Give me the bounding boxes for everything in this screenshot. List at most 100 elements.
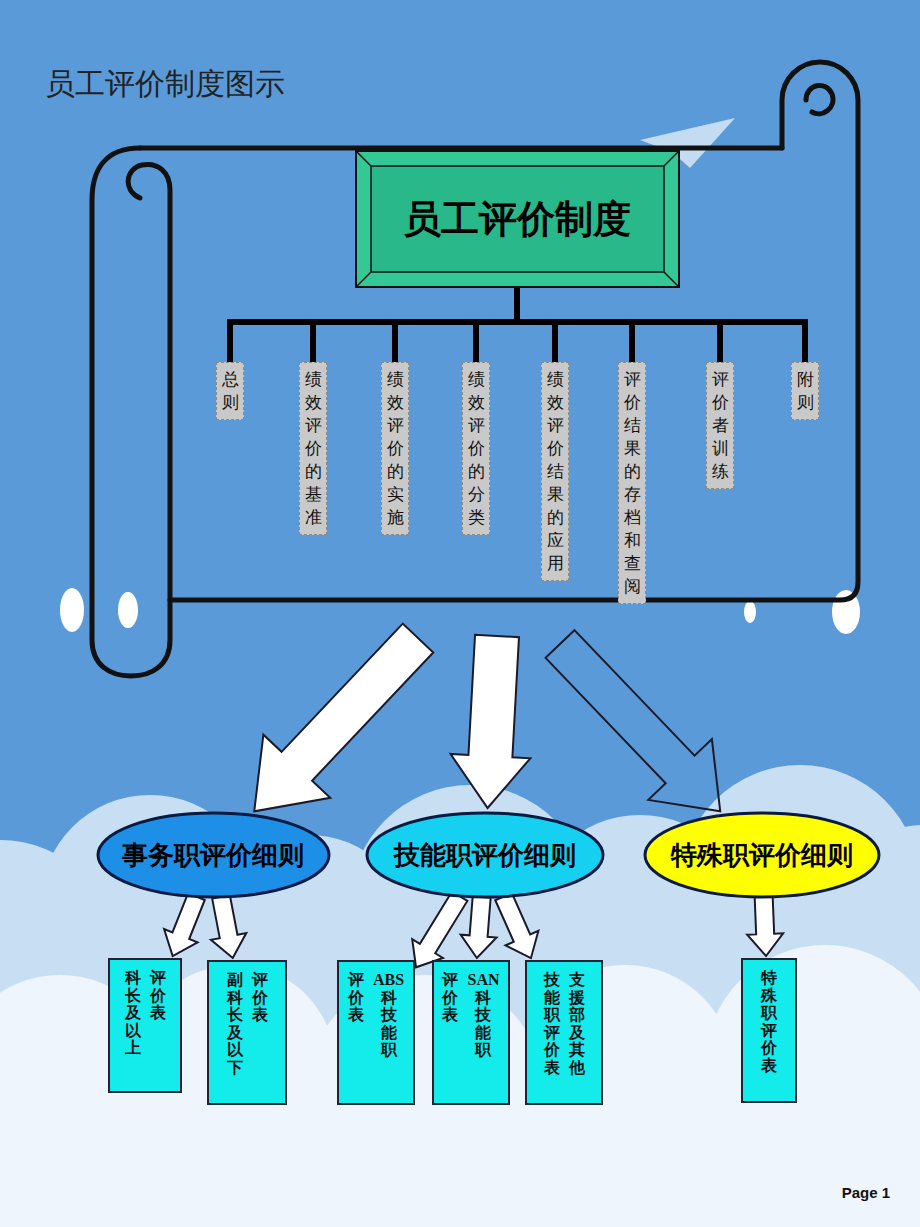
chapter-box: 附则 xyxy=(791,362,819,420)
tree-line xyxy=(230,288,517,362)
chapter-box: 总则 xyxy=(216,362,244,420)
box-text: 绩效评价的基准 xyxy=(305,368,322,529)
glyph: 评 xyxy=(150,969,166,987)
text-column: 副科长及以下 xyxy=(227,971,243,1077)
glyph: 科 xyxy=(381,989,397,1007)
rule-ellipse: 事务职评价细则 xyxy=(96,811,331,899)
glyph: 评 xyxy=(761,1022,777,1040)
chapter-box: 绩效评价的实施 xyxy=(381,362,409,535)
glyph: 部 xyxy=(569,1006,585,1024)
form-box: ABS科技能职评价表 xyxy=(337,960,415,1105)
box-text: 科长及以上评价表 xyxy=(125,969,166,1057)
glyph: 技 xyxy=(381,1006,397,1024)
ellipse-outline xyxy=(367,813,603,897)
glyph: 评 xyxy=(252,971,268,989)
glyph: 职 xyxy=(544,1006,560,1024)
box-text: 绩效评价的分类 xyxy=(468,368,485,529)
root-box: 员工评价制度 xyxy=(355,150,680,288)
glyph: 职 xyxy=(761,1004,777,1022)
box-text: 评价者训练 xyxy=(712,368,729,483)
rule-ellipse: 特殊职评价细则 xyxy=(643,811,881,899)
glyph: 评 xyxy=(442,971,458,989)
bevel-face xyxy=(371,166,664,272)
glyph: 价 xyxy=(761,1039,777,1057)
dots xyxy=(60,588,860,634)
box-text: 技能职评价细则 xyxy=(394,838,576,873)
tree-line xyxy=(313,288,517,362)
page-title: 员工评价制度图示 xyxy=(45,64,285,105)
glyph: 表 xyxy=(252,1006,268,1024)
glyph: 下 xyxy=(227,1059,243,1077)
box-text: 绩效评价结果的应用 xyxy=(547,368,564,575)
glyph: 表 xyxy=(761,1057,777,1075)
glyph: 职 xyxy=(475,1041,491,1059)
block-arrow xyxy=(461,896,497,958)
glyph: 殊 xyxy=(761,987,777,1005)
text-column: 科长及以上 xyxy=(125,969,141,1057)
glyph: 长 xyxy=(227,1006,243,1024)
glyph: 表 xyxy=(348,1006,364,1024)
glyph: 特 xyxy=(761,969,777,987)
glyph: 援 xyxy=(569,989,585,1007)
glyph: 能 xyxy=(475,1024,491,1042)
text-column: 技能职评价表 xyxy=(544,971,560,1077)
text-column: 支援部及其他 xyxy=(569,971,585,1077)
glyph: 长 xyxy=(125,987,141,1005)
glyph: 以 xyxy=(227,1041,243,1059)
block-arrow xyxy=(747,897,783,956)
form-box: 支援部及其他技能职评价表 xyxy=(525,960,603,1105)
glyph: 以 xyxy=(125,1022,141,1040)
scroll-curl xyxy=(806,85,833,113)
glyph: 评 xyxy=(348,971,364,989)
text-column: ABS科技能职 xyxy=(373,971,404,1059)
glyph: 其 xyxy=(569,1041,585,1059)
glyph: 及 xyxy=(569,1024,585,1042)
glyph: 价 xyxy=(348,989,364,1007)
form-box: SAN科技能职评价表 xyxy=(432,960,510,1105)
tree-line xyxy=(517,288,805,362)
box-text: 副科长及以下评价表 xyxy=(227,971,268,1077)
cloud-back xyxy=(0,765,920,1227)
cloud-front xyxy=(0,945,920,1227)
glyph: 价 xyxy=(544,1041,560,1059)
glyph: 副 xyxy=(227,971,243,989)
glyph: 支 xyxy=(569,971,585,989)
text-column: SAN科技能职 xyxy=(467,971,499,1059)
box-text: 事务职评价细则 xyxy=(122,838,304,873)
chapter-box: 评价者训练 xyxy=(706,362,734,489)
glyph: 价 xyxy=(150,987,166,1005)
form-box: 副科长及以下评价表 xyxy=(207,960,287,1105)
box-text: SAN科技能职评价表 xyxy=(442,971,499,1059)
box-text: 附则 xyxy=(797,368,814,414)
glyph: 技 xyxy=(544,971,560,989)
glyph: 技 xyxy=(475,1006,491,1024)
glyph: 能 xyxy=(381,1024,397,1042)
glyph: 科 xyxy=(227,989,243,1007)
bevel-edge xyxy=(356,151,371,166)
bevel-edge xyxy=(356,272,371,287)
box-text: 评价结果的存档和查阅 xyxy=(624,368,641,598)
glyph: 表 xyxy=(544,1059,560,1077)
scroll-edge xyxy=(140,146,782,151)
dot xyxy=(118,592,138,628)
bevel-edge xyxy=(664,151,679,166)
form-box: 科长及以上评价表 xyxy=(108,958,182,1093)
box-text: 支援部及其他技能职评价表 xyxy=(544,971,585,1077)
block-arrow xyxy=(211,895,246,958)
chapter-box: 绩效评价的分类 xyxy=(462,362,490,535)
glyph: 上 xyxy=(125,1039,141,1057)
glyph: 他 xyxy=(569,1059,585,1077)
tree-line xyxy=(395,288,517,362)
glyph: 职 xyxy=(381,1041,397,1059)
glyph: 科 xyxy=(475,989,491,1007)
dot xyxy=(744,601,756,623)
glyph: 价 xyxy=(252,989,268,1007)
glyph: 科 xyxy=(125,969,141,987)
box-text: 绩效评价的实施 xyxy=(387,368,404,529)
block-arrow xyxy=(412,892,467,968)
glyph: 价 xyxy=(442,989,458,1007)
block-arrow xyxy=(495,893,538,958)
bevel-edge xyxy=(664,272,679,287)
text-column: 评价表 xyxy=(150,969,166,1057)
